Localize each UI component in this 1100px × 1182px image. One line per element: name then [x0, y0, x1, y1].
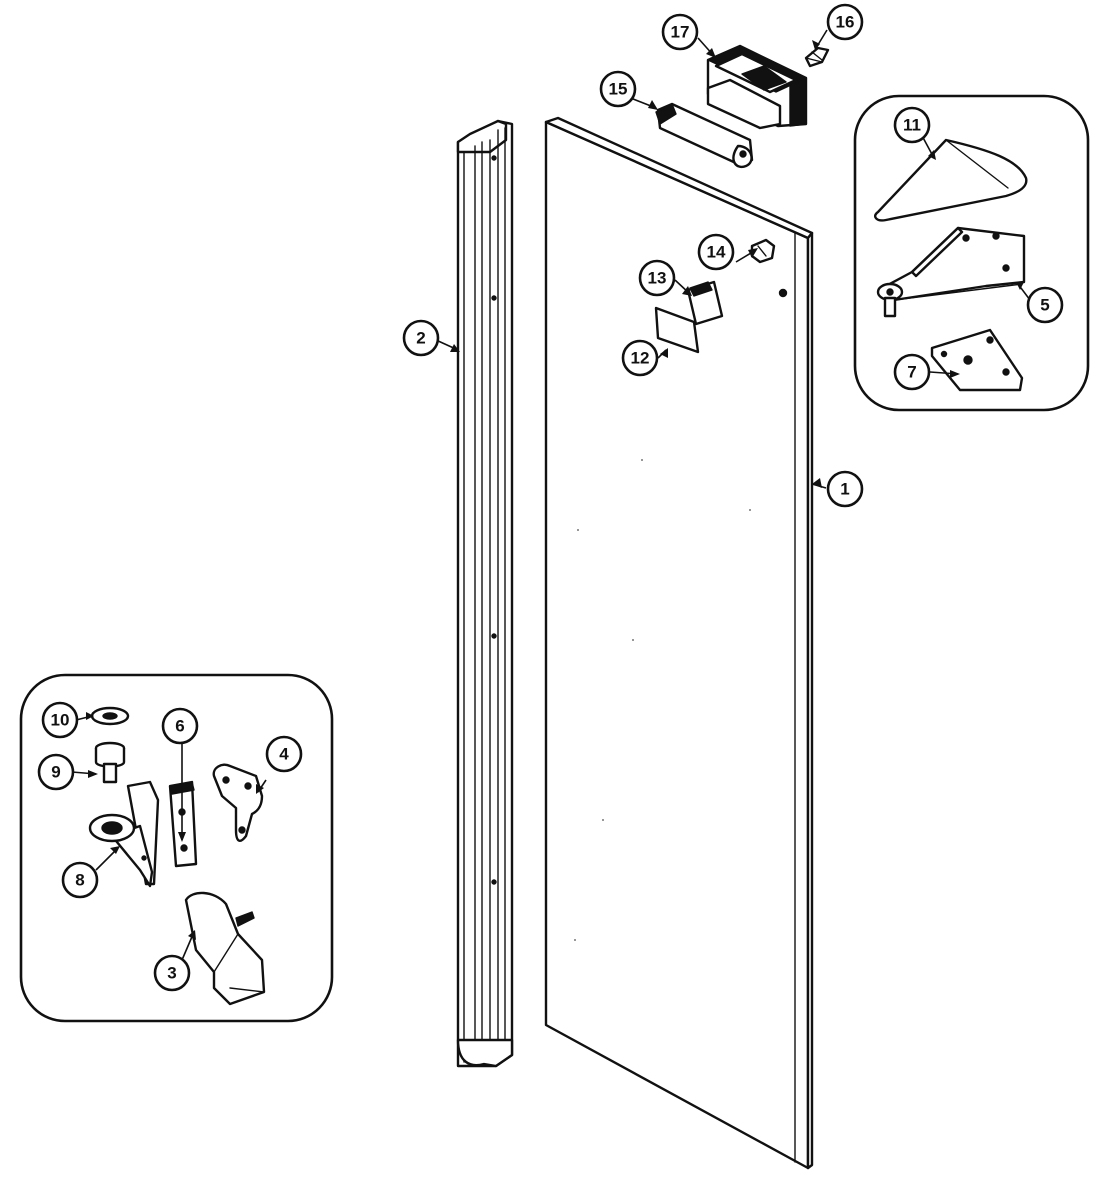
part-17-hinge-block: [706, 44, 808, 130]
callout-11-label: 11: [903, 116, 921, 135]
part-12-label: [654, 306, 700, 354]
callout-6-label: 6: [175, 717, 184, 736]
callout-9-label: 9: [51, 763, 60, 782]
callout-9: 9: [37, 753, 75, 791]
part-16-screw: [804, 46, 830, 68]
part-4-hinge-bracket: [212, 763, 264, 842]
callout-10: 10: [41, 701, 79, 739]
callout-6: 6: [161, 707, 199, 745]
callout-13: 13: [638, 259, 676, 297]
callout-2-label: 2: [416, 329, 425, 348]
callout-8-label: 8: [75, 871, 84, 890]
callout-12: 12: [621, 339, 659, 377]
callout-13-label: 13: [648, 269, 667, 288]
callout-15: 15: [599, 70, 637, 108]
part-3-hinge-cover: [184, 891, 266, 1006]
callout-16-label: 16: [836, 13, 855, 32]
callout-11: 11: [893, 106, 931, 144]
callout-15-label: 15: [609, 80, 628, 99]
callout-2: 2: [402, 319, 440, 357]
callout-14-label: 14: [707, 243, 726, 262]
callout-4: 4: [265, 735, 303, 773]
part-9-hinge-pin: [94, 741, 126, 784]
callout-3-label: 3: [167, 964, 176, 983]
callout-14: 14: [697, 233, 735, 271]
callout-8: 8: [61, 861, 99, 899]
door-panel: [544, 116, 814, 1170]
callout-1-label: 1: [840, 480, 849, 499]
part-5-upper-hinge: [876, 226, 1026, 318]
leader-arrowheads: [86, 40, 1024, 940]
callout-17: 17: [661, 13, 699, 51]
callout-5-label: 5: [1040, 296, 1049, 315]
door-gasket-strip: [456, 119, 514, 1068]
callout-17-label: 17: [671, 23, 690, 42]
callout-3: 3: [153, 954, 191, 992]
part-10-washer: [90, 706, 130, 726]
callout-4-label: 4: [279, 745, 289, 764]
callout-16: 16: [826, 3, 864, 41]
callout-5: 5: [1026, 286, 1064, 324]
part-15-hinge-bracket: [655, 102, 754, 169]
part-11-hinge-cover: [874, 138, 1028, 222]
callout-12-label: 12: [631, 349, 650, 368]
callout-7: 7: [893, 353, 931, 391]
callout-10-label: 10: [51, 711, 70, 730]
part-13-label: [686, 280, 724, 326]
callout-1: 1: [826, 470, 864, 508]
part-6-hinge-plate: [168, 780, 198, 868]
callout-7-label: 7: [907, 363, 916, 382]
door-hole: [778, 288, 788, 298]
part-8-lower-hinge: [88, 780, 160, 888]
